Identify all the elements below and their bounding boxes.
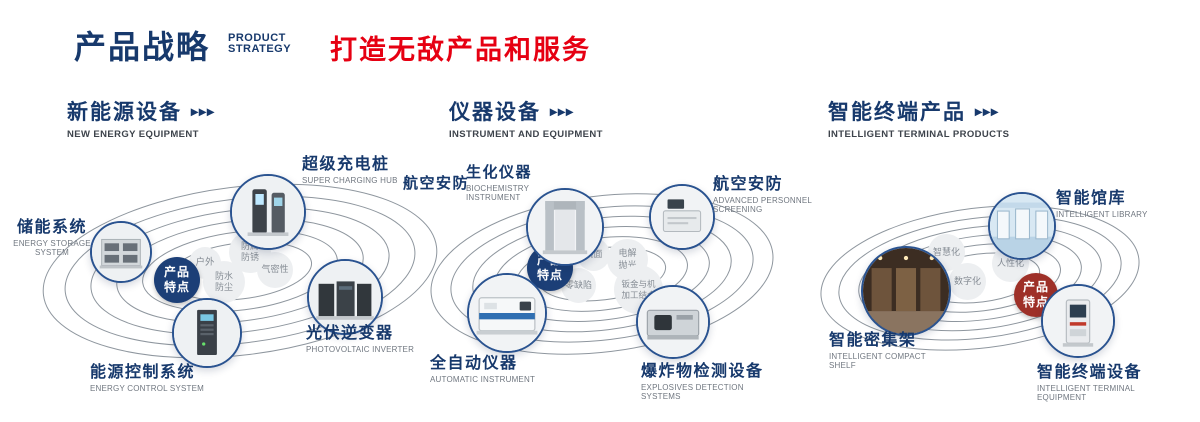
section-title-intelligent-terminal: 智能终端产品 [828,101,966,124]
badge-line2: 特点 [536,268,563,282]
product-node-super-charging-hub [230,174,306,250]
feature-bubble-waterproof: 防水防尘 [203,261,245,303]
label-intelligent-library: 智能馆库 INTELLIGENT LIBRARY [1056,190,1148,219]
product-node-intelligent-terminal-equipment [1041,284,1115,358]
section-subtitle-instruments: INSTRUMENT AND EQUIPMENT [449,129,603,140]
photovoltaic-inverter-image [309,261,381,333]
automatic-instrument-image [469,275,545,351]
product-node-energy-control [172,298,242,368]
badge-line2: 特点 [1022,295,1049,309]
page-title-en: PRODUCT STRATEGY [228,33,291,55]
explosives-detection-image [638,287,708,357]
security-portal-image [528,190,602,264]
section-subtitle-new-energy: NEW ENERGY EQUIPMENT [67,129,199,140]
label-energy-storage: 储能系统 ENERGY STORAGE SYSTEM [13,219,91,257]
section-title-instruments: 仪器设备 [449,101,541,124]
label-aviation-security-left: 航空安防 [403,175,470,192]
product-node-photovoltaic-inverter [307,259,383,335]
label-automatic-instrument: 全自动仪器 AUTOMATIC INSTRUMENT [430,355,536,384]
section-header-new-energy: 新能源设备 ▸▸▸ NEW ENERGY EQUIPMENT [67,96,215,140]
product-node-automatic-instrument [467,273,547,353]
energy-storage-image [92,223,150,281]
feature-bubble-airtight: 气密性 [257,252,293,288]
intelligent-library-image [990,194,1054,258]
label-personnel-screening: 航空安防 ADVANCED PERSONNEL SCREENING [713,176,812,214]
triple-arrow-icon: ▸▸▸ [191,102,216,119]
section-subtitle-intelligent-terminal: INTELLIGENT TERMINAL PRODUCTS [828,129,1010,140]
section-header-intelligent-terminal: 智能终端产品 ▸▸▸ INTELLIGENT TERMINAL PRODUCTS [828,96,1009,140]
product-node-intelligent-library [988,192,1056,260]
label-intelligent-terminal-equipment: 智能终端设备 INTELLIGENT TERMINAL EQUIPMENT [1037,364,1143,402]
label-biochemistry-instrument: 生化仪器 BIOCHEMISTRY INSTRUMENT [466,164,533,202]
badge-line1: 产品 [1022,280,1049,294]
page-title-en-line2: STRATEGY [228,43,292,55]
product-node-explosives-detection [636,285,710,359]
label-photovoltaic-inverter: 光伏逆变器 PHOTOVOLTAIC INVERTER [306,325,415,354]
super-charging-hub-image [232,176,304,248]
product-node-biochemistry-instrument [526,188,604,266]
badge-line2: 特点 [163,280,190,294]
triple-arrow-icon: ▸▸▸ [975,102,1000,119]
product-features-badge-new-energy: 产品 特点 [154,257,200,303]
intelligent-terminal-image [1043,286,1113,356]
label-energy-control: 能源控制系统 ENERGY CONTROL SYSTEM [90,364,204,393]
page-slogan: 打造无敌产品和服务 [330,35,591,65]
product-node-personnel-screening [649,184,715,250]
intelligent-compact-shelf-image [863,248,949,334]
label-super-charging-hub: 超级充电桩 SUPER CHARGING HUB [302,156,398,185]
page-title: 产品战略 [74,29,211,65]
section-title-new-energy: 新能源设备 [67,101,182,124]
personnel-screening-image [651,186,713,248]
product-node-intelligent-compact-shelf [861,246,951,336]
feature-bubble-digitalized: 数字化 [949,263,986,300]
badge-line1: 产品 [163,265,190,279]
energy-control-image [174,300,240,366]
product-node-energy-storage [90,221,152,283]
triple-arrow-icon: ▸▸▸ [550,102,575,119]
label-explosives-detection: 爆炸物检测设备 EXPLOSIVES DETECTION SYSTEMS [641,363,764,401]
label-intelligent-compact-shelf: 智能密集架 INTELLIGENT COMPACT SHELF [829,332,926,370]
section-header-instruments: 仪器设备 ▸▸▸ INSTRUMENT AND EQUIPMENT [449,96,603,140]
page-title-en-line1: PRODUCT [228,32,286,44]
